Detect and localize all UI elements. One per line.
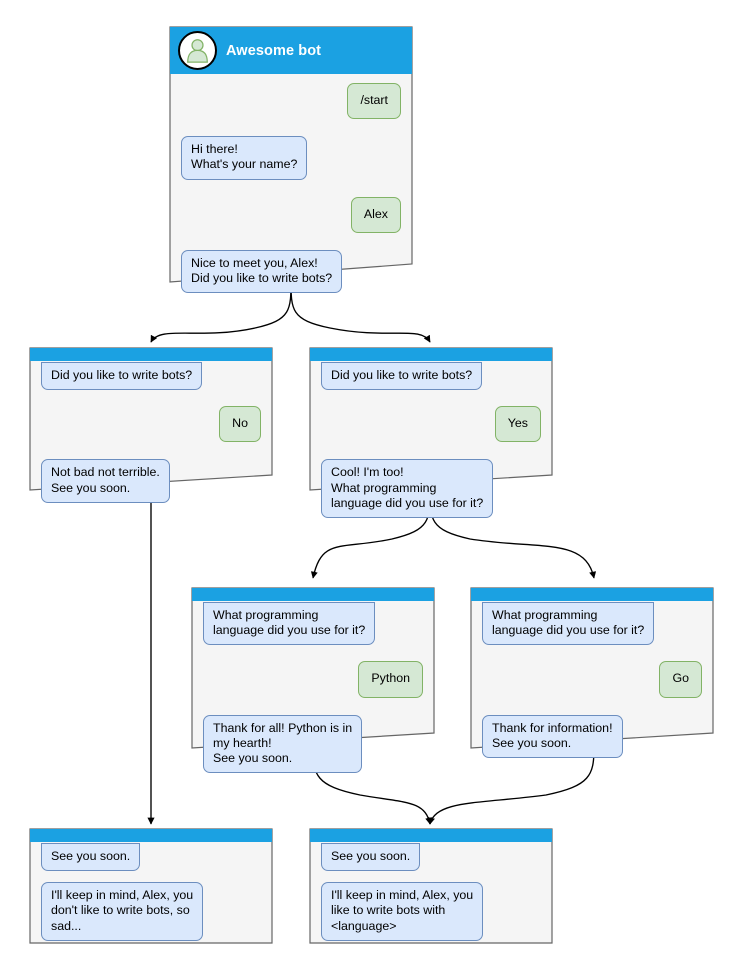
node-no-branch-messages: Did you like to write bots? No Not bad n… [30,362,272,513]
node-end-happy-messages: See you soon. I'll keep in mind, Alex, y… [310,843,552,951]
node-end-sad-header [30,829,272,843]
message-row: See you soon. [30,843,272,872]
message-row: Yes [310,406,552,443]
message-row: Go [471,661,713,698]
bot-message-bubble[interactable]: What programming language did you use fo… [203,602,376,646]
message-row: I'll keep in mind, Alex, you like to wri… [310,882,552,941]
bot-message-bubble[interactable]: See you soon. [41,843,141,872]
user-message-bubble[interactable]: Python [358,661,423,698]
user-message-bubble[interactable]: No [219,406,261,443]
message-row: Python [192,661,434,698]
node-yes-branch-messages: Did you like to write bots? Yes Cool! I'… [310,362,552,528]
bot-message-bubble[interactable]: What programming language did you use fo… [482,602,655,646]
message-row: See you soon. [310,843,552,872]
message-row: Hi there! What's your name? [170,136,412,180]
node-python-branch[interactable]: What programming language did you use fo… [191,587,435,774]
bot-message-bubble[interactable]: Did you like to write bots? [41,362,203,391]
bot-message-bubble[interactable]: Cool! I'm too! What programming language… [321,459,494,519]
node-go-branch[interactable]: What programming language did you use fo… [470,587,714,759]
bot-message-bubble[interactable]: See you soon. [321,843,421,872]
bot-message-bubble[interactable]: Hi there! What's your name? [181,136,308,180]
bot-message-bubble[interactable]: I'll keep in mind, Alex, you don't like … [41,882,204,941]
bot-message-bubble[interactable]: Thank for all! Python is in my hearth! S… [203,714,363,774]
message-row: Did you like to write bots? [310,362,552,391]
user-avatar-icon [178,31,217,70]
node-no-branch-header [30,348,272,362]
bot-message-bubble[interactable]: Nice to meet you, Alex! Did you like to … [181,249,343,294]
message-row: No [30,406,272,443]
bot-message-bubble[interactable]: I'll keep in mind, Alex, you like to wri… [321,882,484,941]
node-root[interactable]: Awesome bot /start Hi there! What's your… [169,26,413,294]
node-end-sad-messages: See you soon. I'll keep in mind, Alex, y… [30,843,272,951]
node-root-messages: /start Hi there! What's your name? Alex … [170,83,412,303]
node-end-happy[interactable]: See you soon. I'll keep in mind, Alex, y… [309,828,553,944]
message-row: Thank for all! Python is in my hearth! S… [192,714,434,774]
user-message-bubble[interactable]: Go [659,661,702,698]
message-row: Alex [170,196,412,233]
node-python-branch-header [192,588,434,602]
message-row: Nice to meet you, Alex! Did you like to … [170,249,412,294]
user-message-bubble[interactable]: /start [347,83,401,120]
node-yes-branch[interactable]: Did you like to write bots? Yes Cool! I'… [309,347,553,519]
bot-message-bubble[interactable]: Not bad not terrible. See you soon. [41,459,170,503]
message-row: What programming language did you use fo… [192,602,434,646]
message-row: Did you like to write bots? [30,362,272,391]
message-row: Not bad not terrible. See you soon. [30,459,272,503]
node-root-title: Awesome bot [226,42,322,59]
user-message-bubble[interactable]: Yes [494,406,541,443]
message-row: /start [170,83,412,120]
message-row: Thank for information! See you soon. [471,714,713,759]
bot-message-bubble[interactable]: Thank for information! See you soon. [482,714,623,759]
node-yes-branch-header [310,348,552,362]
message-row: Cool! I'm too! What programming language… [310,459,552,519]
node-python-branch-messages: What programming language did you use fo… [192,602,434,783]
node-go-branch-messages: What programming language did you use fo… [471,602,713,768]
node-root-header: Awesome bot [170,27,412,74]
user-message-bubble[interactable]: Alex [350,196,401,233]
node-no-branch[interactable]: Did you like to write bots? No Not bad n… [29,347,273,503]
message-row: I'll keep in mind, Alex, you don't like … [30,882,272,941]
message-row: What programming language did you use fo… [471,602,713,646]
node-go-branch-header [471,588,713,602]
node-end-happy-header [310,829,552,843]
bot-message-bubble[interactable]: Did you like to write bots? [321,362,483,391]
node-end-sad[interactable]: See you soon. I'll keep in mind, Alex, y… [29,828,273,944]
